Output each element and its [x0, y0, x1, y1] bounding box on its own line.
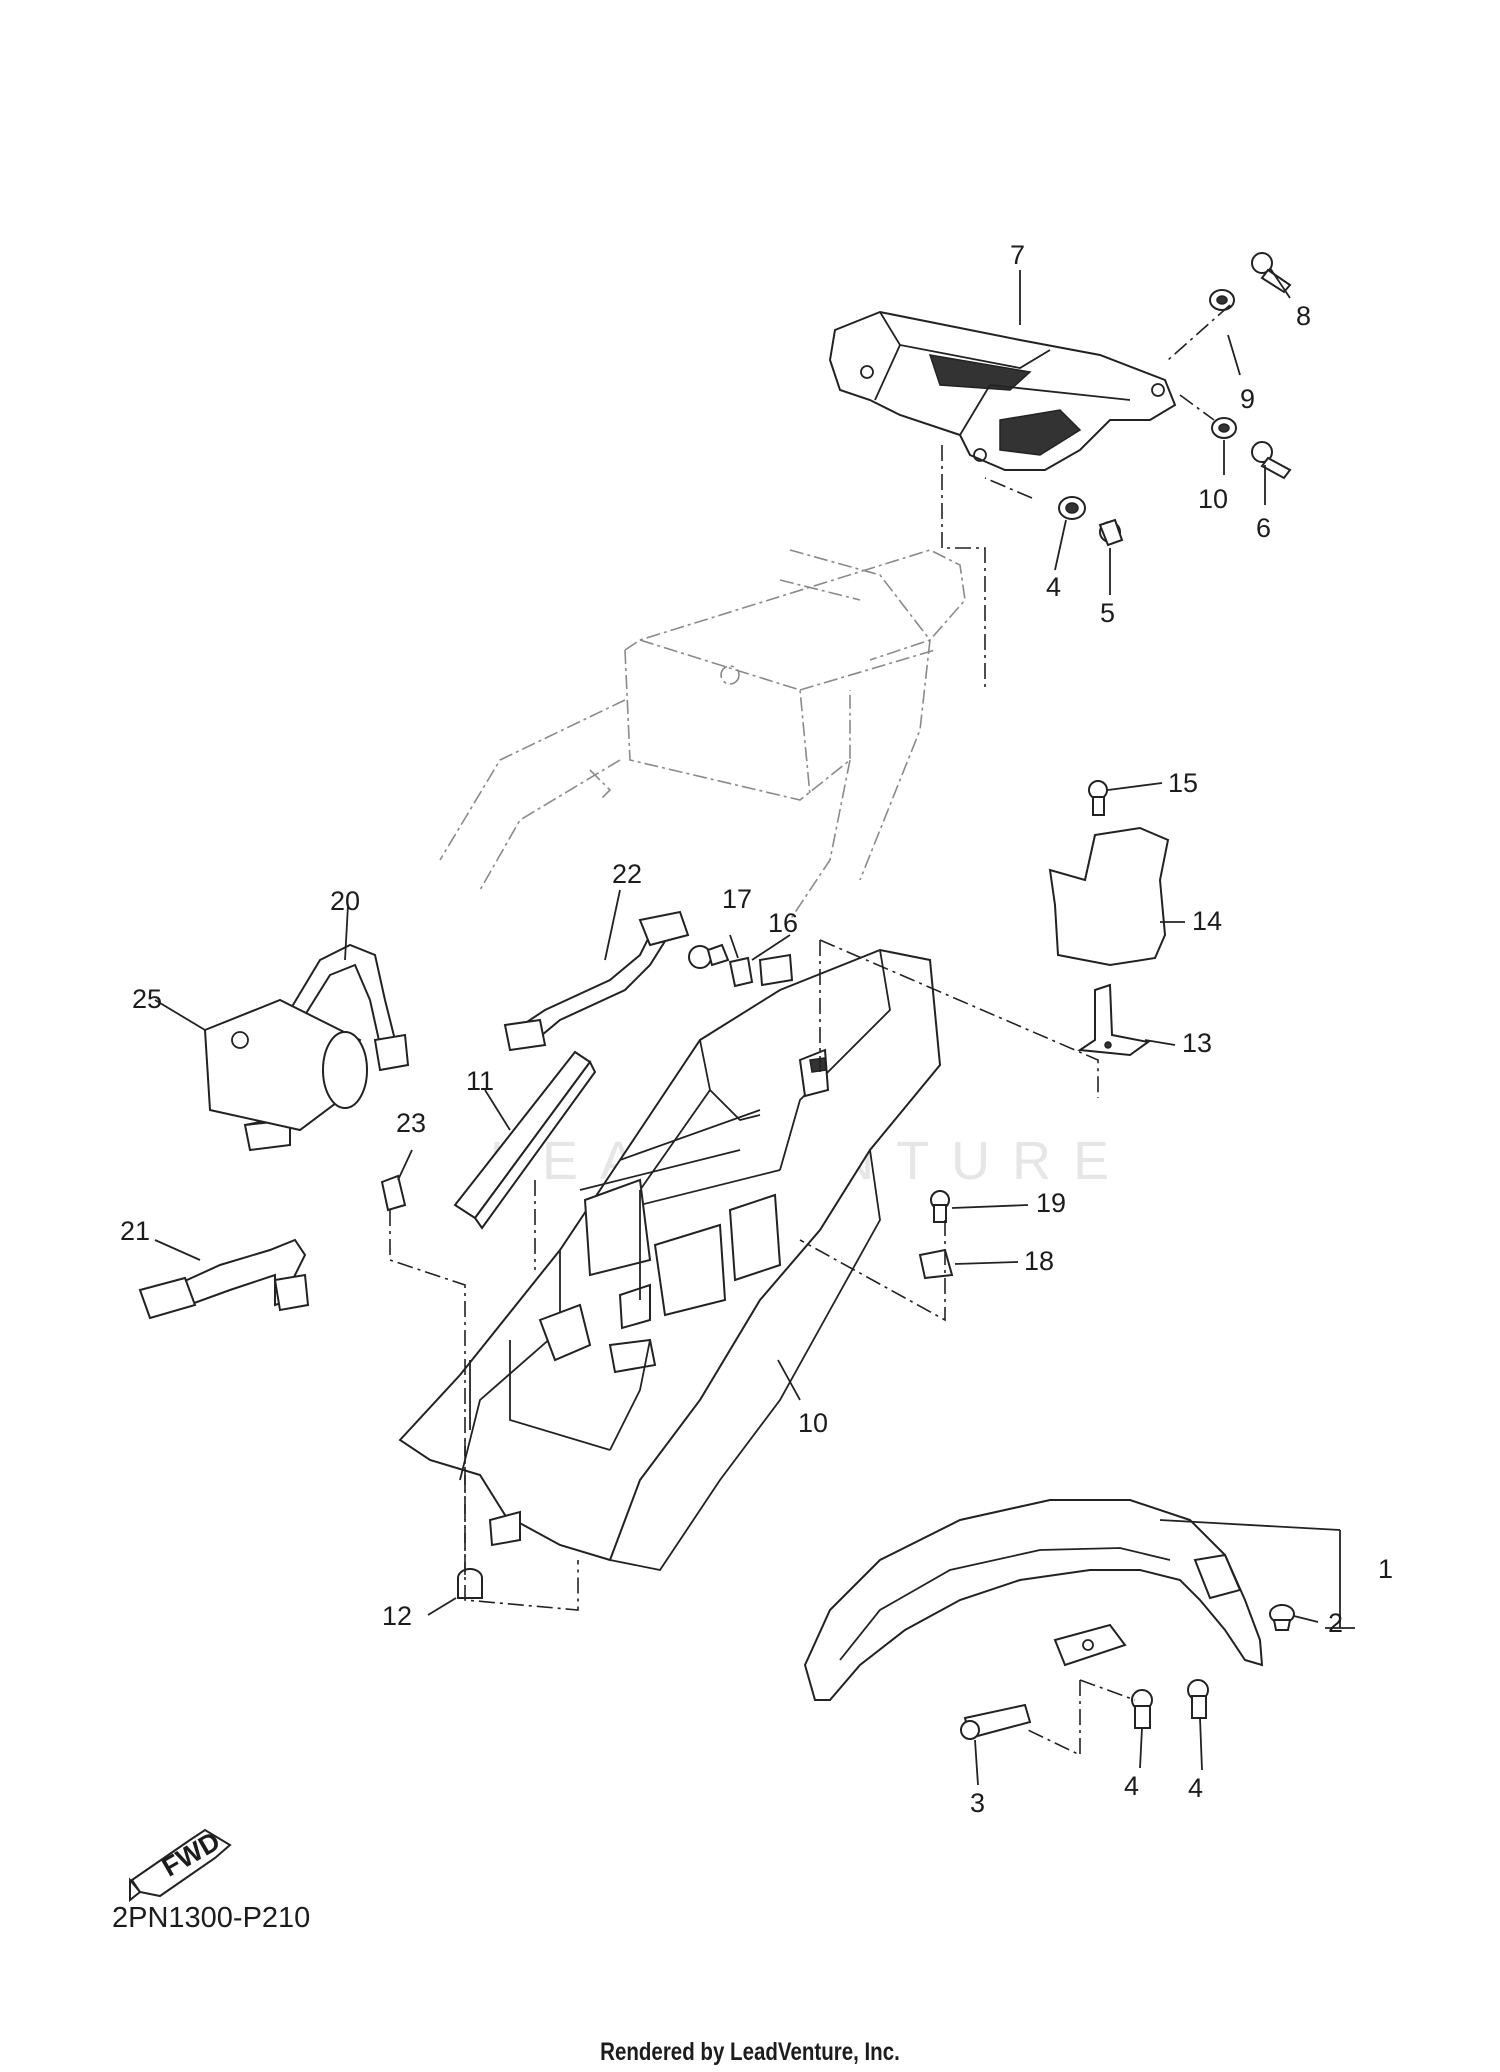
part-12-pad — [453, 1050, 597, 1230]
callout-4-right: 4 — [1188, 1773, 1203, 1803]
callout-2: 2 — [1328, 1608, 1343, 1638]
footer-credit: Rendered by LeadVenture, Inc. — [600, 2038, 900, 2066]
assembly-lines — [389, 304, 1231, 1757]
part-4-bolt-left — [1131, 1689, 1153, 1729]
leader-lines — [154, 267, 1355, 1786]
part-25-cover — [203, 998, 368, 1132]
callout-12: 11 — [466, 1066, 494, 1096]
part-16-bolt — [1088, 780, 1108, 816]
callout-25: 25 — [132, 984, 162, 1014]
callout-labels: 7 8 9 10 6 4 5 15 14 13 22 17 16 20 25 1… — [120, 240, 1393, 1818]
callout-9: 8 — [1296, 301, 1311, 331]
part-19-nut — [918, 1248, 954, 1280]
callout-10-lower: 10 — [1198, 484, 1228, 514]
callout-19: 18 — [1024, 1246, 1054, 1276]
callout-1: 1 — [1378, 1554, 1393, 1584]
part-20-bolt — [930, 1190, 950, 1223]
callout-8: 6 — [1256, 513, 1271, 543]
part-24-nut — [380, 1174, 407, 1212]
callout-18: 17 — [722, 884, 752, 914]
callout-7: 5 — [1100, 598, 1115, 628]
frame-outline — [439, 549, 966, 921]
part-23-strap — [503, 910, 690, 1052]
callout-22: 21 — [120, 1216, 150, 1246]
part-4-bolt-right — [1187, 1679, 1209, 1719]
part-1-front-fender — [803, 1499, 1264, 1701]
callout-5: 7 — [1010, 240, 1025, 270]
part-2-clip — [1269, 1604, 1295, 1631]
callout-14: 13 — [1182, 1028, 1212, 1058]
diagram-code: 2PN1300-P210 — [112, 1902, 311, 1934]
callout-11: 10 — [798, 1408, 828, 1438]
callout-15: 14 — [1192, 906, 1222, 936]
part-5-rear-bracket — [828, 310, 1177, 471]
part-6-collar — [1058, 496, 1086, 520]
part-10-collar-upper — [1209, 289, 1235, 311]
fwd-arrow-icon: FWD — [129, 1826, 232, 1903]
callout-24: 23 — [396, 1108, 426, 1138]
callout-23: 22 — [612, 859, 642, 889]
part-8-bolt — [1251, 441, 1292, 480]
callout-6: 4 — [1046, 572, 1061, 602]
part-18-bolt — [688, 943, 730, 969]
part-9-bolt — [1251, 252, 1292, 294]
part-15-sheet — [1048, 826, 1170, 967]
part-17-nut — [728, 956, 754, 988]
part-3-bracket — [960, 1703, 1032, 1740]
callout-13: 12 — [382, 1601, 412, 1631]
part-13-grommet — [457, 1568, 483, 1599]
part-22-strap — [138, 1238, 310, 1320]
callout-10-upper: 9 — [1240, 384, 1255, 414]
part-10-collar-lower — [1211, 417, 1237, 439]
callout-17: 16 — [768, 908, 798, 938]
callout-16: 15 — [1168, 768, 1198, 798]
callout-20: 19 — [1036, 1188, 1066, 1218]
part-11-rear-fender — [398, 948, 942, 1572]
callout-3: 3 — [970, 1788, 985, 1818]
callout-4-left: 4 — [1124, 1771, 1139, 1801]
part-14-bracket — [1077, 983, 1151, 1057]
callout-21: 20 — [330, 886, 360, 916]
part-7-bolt — [1098, 518, 1124, 547]
